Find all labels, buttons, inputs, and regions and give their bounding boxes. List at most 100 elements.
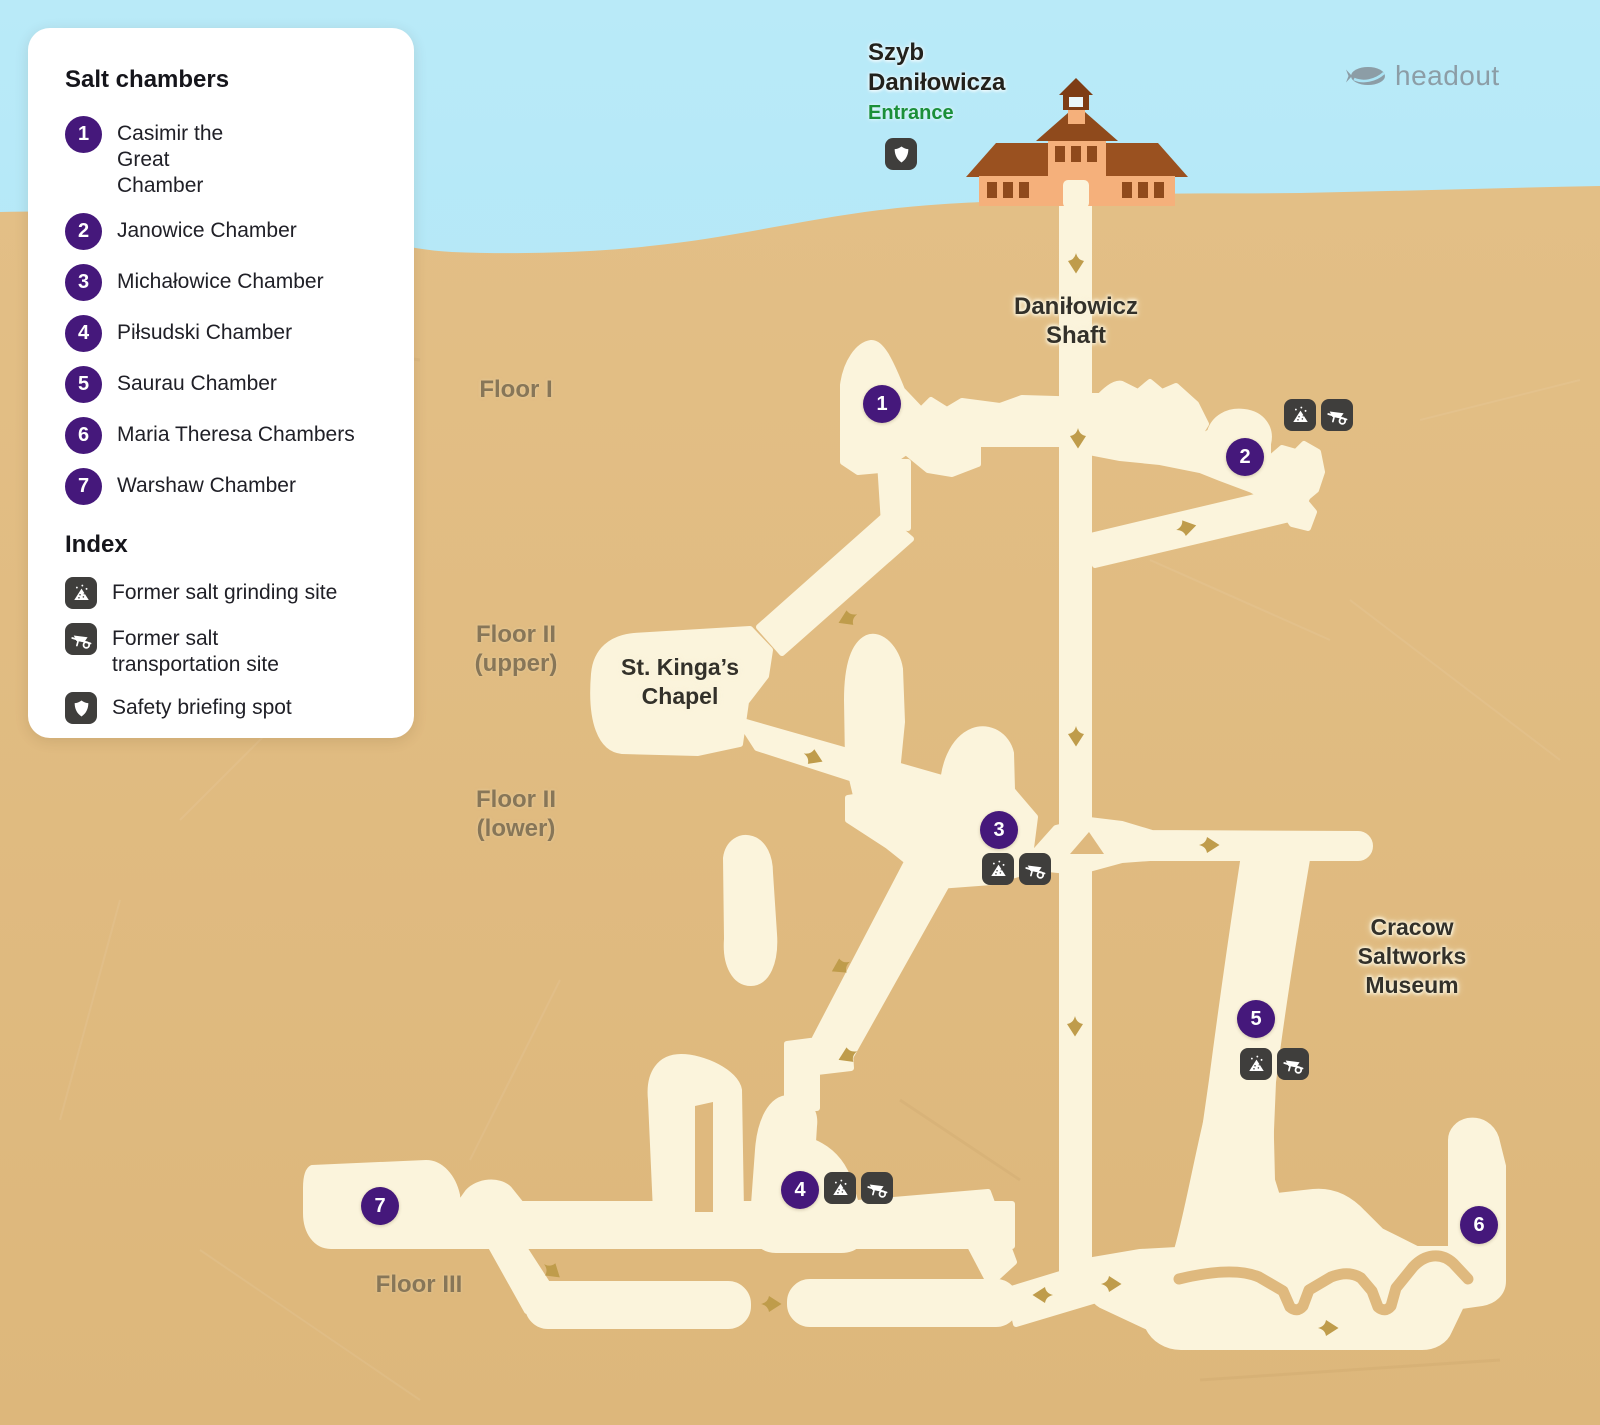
building-roof-right — [1106, 143, 1188, 177]
building-cupola-roof — [1059, 78, 1093, 95]
marker-number: 4 — [794, 1178, 806, 1201]
building-tower-windows — [1055, 146, 1097, 162]
building-cupola-window — [1069, 97, 1083, 107]
transport-site-badge — [1277, 1048, 1309, 1080]
safety-briefing-icon — [71, 698, 92, 719]
tunnel-bar — [723, 835, 778, 986]
shaft-label: Daniłowicz Shaft — [1013, 293, 1139, 349]
tunnel-chamber-1-passage — [877, 459, 911, 531]
tunnel-chamber-2 — [1086, 379, 1325, 531]
tunnel-floor2-junction — [845, 787, 1373, 889]
entrance-building — [966, 78, 1188, 208]
safety-briefing-icon — [891, 144, 912, 165]
building-title: Szyb Daniłowicza — [868, 39, 1006, 96]
legend-item-chamber-1: 1 Casimir the Great Chamber — [65, 116, 384, 199]
legend-number: 4 — [65, 315, 102, 352]
legend-item-chamber-7: 7 Warshaw Chamber — [65, 468, 384, 505]
tunnel-floor3-a — [525, 1281, 751, 1329]
floor-3-label: Floor III — [375, 1271, 463, 1298]
legs-cutout — [695, 1102, 713, 1212]
marker-number: 5 — [1250, 1007, 1262, 1030]
grinding-site-badge — [1240, 1048, 1272, 1080]
index-label: Former salt grinding site — [112, 581, 338, 604]
salt-grinding-icon — [1246, 1054, 1267, 1075]
tunnel-chamber-pointed-a — [844, 633, 907, 818]
transport-site-badge — [1321, 399, 1353, 431]
salt-transport-icon — [1283, 1054, 1304, 1075]
legend-card: Salt chambers 1 Casimir the Great Chambe… — [28, 28, 414, 738]
entrance-label: Entrance — [868, 102, 954, 124]
legend-label: Maria Theresa Chambers — [117, 423, 355, 446]
index-item-transport: Former salt transportation site — [65, 623, 384, 678]
salt-transport-icon — [71, 629, 92, 650]
salt-grinding-icon — [988, 859, 1009, 880]
marker-number: 7 — [374, 1194, 386, 1217]
grinding-site-badge — [65, 577, 97, 609]
index-title: Index — [65, 531, 128, 558]
tunnel-floor3-b — [787, 1279, 1019, 1327]
safety-briefing-badge — [65, 692, 97, 724]
marker-number: 6 — [1473, 1213, 1485, 1236]
legend-number: 3 — [65, 264, 102, 301]
index-label: Former salt transportation site — [112, 627, 279, 676]
tunnel-chamber-1-diagonal — [756, 513, 914, 656]
salt-transport-icon — [1025, 859, 1046, 880]
grinding-site-badge — [982, 853, 1014, 885]
map-marker-7: 7 — [361, 1187, 399, 1225]
legend-item-chamber-3: 3 Michałowice Chamber — [65, 264, 384, 301]
safety-briefing-badge — [885, 138, 917, 170]
legend-number: 2 — [65, 213, 102, 250]
marker-number: 3 — [993, 818, 1005, 841]
salt-grinding-icon — [71, 583, 92, 604]
legend-item-chamber-6: 6 Maria Theresa Chambers — [65, 417, 384, 454]
legend-label: Saurau Chamber — [117, 372, 277, 395]
floor-2-upper-label: Floor II (upper) — [474, 621, 558, 677]
map-marker-6: 6 — [1460, 1206, 1498, 1244]
legend-item-chamber-4: 4 Piłsudski Chamber — [65, 315, 384, 352]
map-marker-1: 1 — [863, 385, 901, 423]
building-cupola-neck — [1068, 108, 1085, 124]
salt-transport-icon — [1327, 405, 1348, 426]
index-item-safety: Safety briefing spot — [65, 692, 384, 724]
transport-site-badge — [861, 1172, 893, 1204]
legend-number: 6 — [65, 417, 102, 454]
marker-number: 2 — [1239, 445, 1251, 468]
logo-text: headout — [1395, 60, 1500, 91]
floor-2-lower-label: Floor II (lower) — [476, 786, 556, 842]
salt-grinding-icon — [830, 1178, 851, 1199]
map-marker-5: 5 — [1237, 1000, 1275, 1038]
index-label: Safety briefing spot — [112, 696, 292, 719]
chapel-label: St. Kinga’s Chapel — [621, 654, 739, 709]
salt-transport-icon — [867, 1178, 888, 1199]
blimp-icon — [1346, 67, 1385, 85]
tunnel-chamber-7 — [303, 1160, 1015, 1249]
marker-number: 1 — [876, 392, 888, 415]
junction-cutout — [1070, 832, 1104, 854]
map-marker-4: 4 — [781, 1171, 819, 1209]
legend-label: Janowice Chamber — [117, 219, 297, 242]
legend-label: Casimir the Great Chamber — [117, 122, 224, 197]
legend-label: Piłsudski Chamber — [117, 321, 293, 344]
legend-item-chamber-5: 5 Saurau Chamber — [65, 366, 384, 403]
building-windows — [987, 182, 1164, 198]
tunnel-chamber-1 — [840, 340, 1093, 477]
legend-label: Warshaw Chamber — [117, 474, 296, 497]
floor-1-label: Floor I — [479, 376, 553, 403]
transport-site-badge — [65, 623, 97, 655]
legend-title: Salt chambers — [65, 66, 230, 93]
transport-site-badge — [1019, 853, 1051, 885]
map-marker-2: 2 — [1226, 438, 1264, 476]
grinding-site-badge — [1284, 399, 1316, 431]
index-item-grinding: Former salt grinding site — [65, 577, 384, 609]
building-roof-left — [966, 143, 1048, 177]
building-door — [1063, 180, 1089, 208]
headout-logo: headout — [1345, 60, 1500, 92]
salt-grinding-icon — [1290, 405, 1311, 426]
legend-number: 1 — [65, 116, 102, 153]
grinding-site-badge — [824, 1172, 856, 1204]
legend-item-chamber-2: 2 Janowice Chamber — [65, 213, 384, 250]
legend-number: 7 — [65, 468, 102, 505]
legend-number: 5 — [65, 366, 102, 403]
maria-theresa-cut — [1173, 1250, 1474, 1316]
tunnel-chamber-2-diagonal — [1083, 484, 1310, 568]
